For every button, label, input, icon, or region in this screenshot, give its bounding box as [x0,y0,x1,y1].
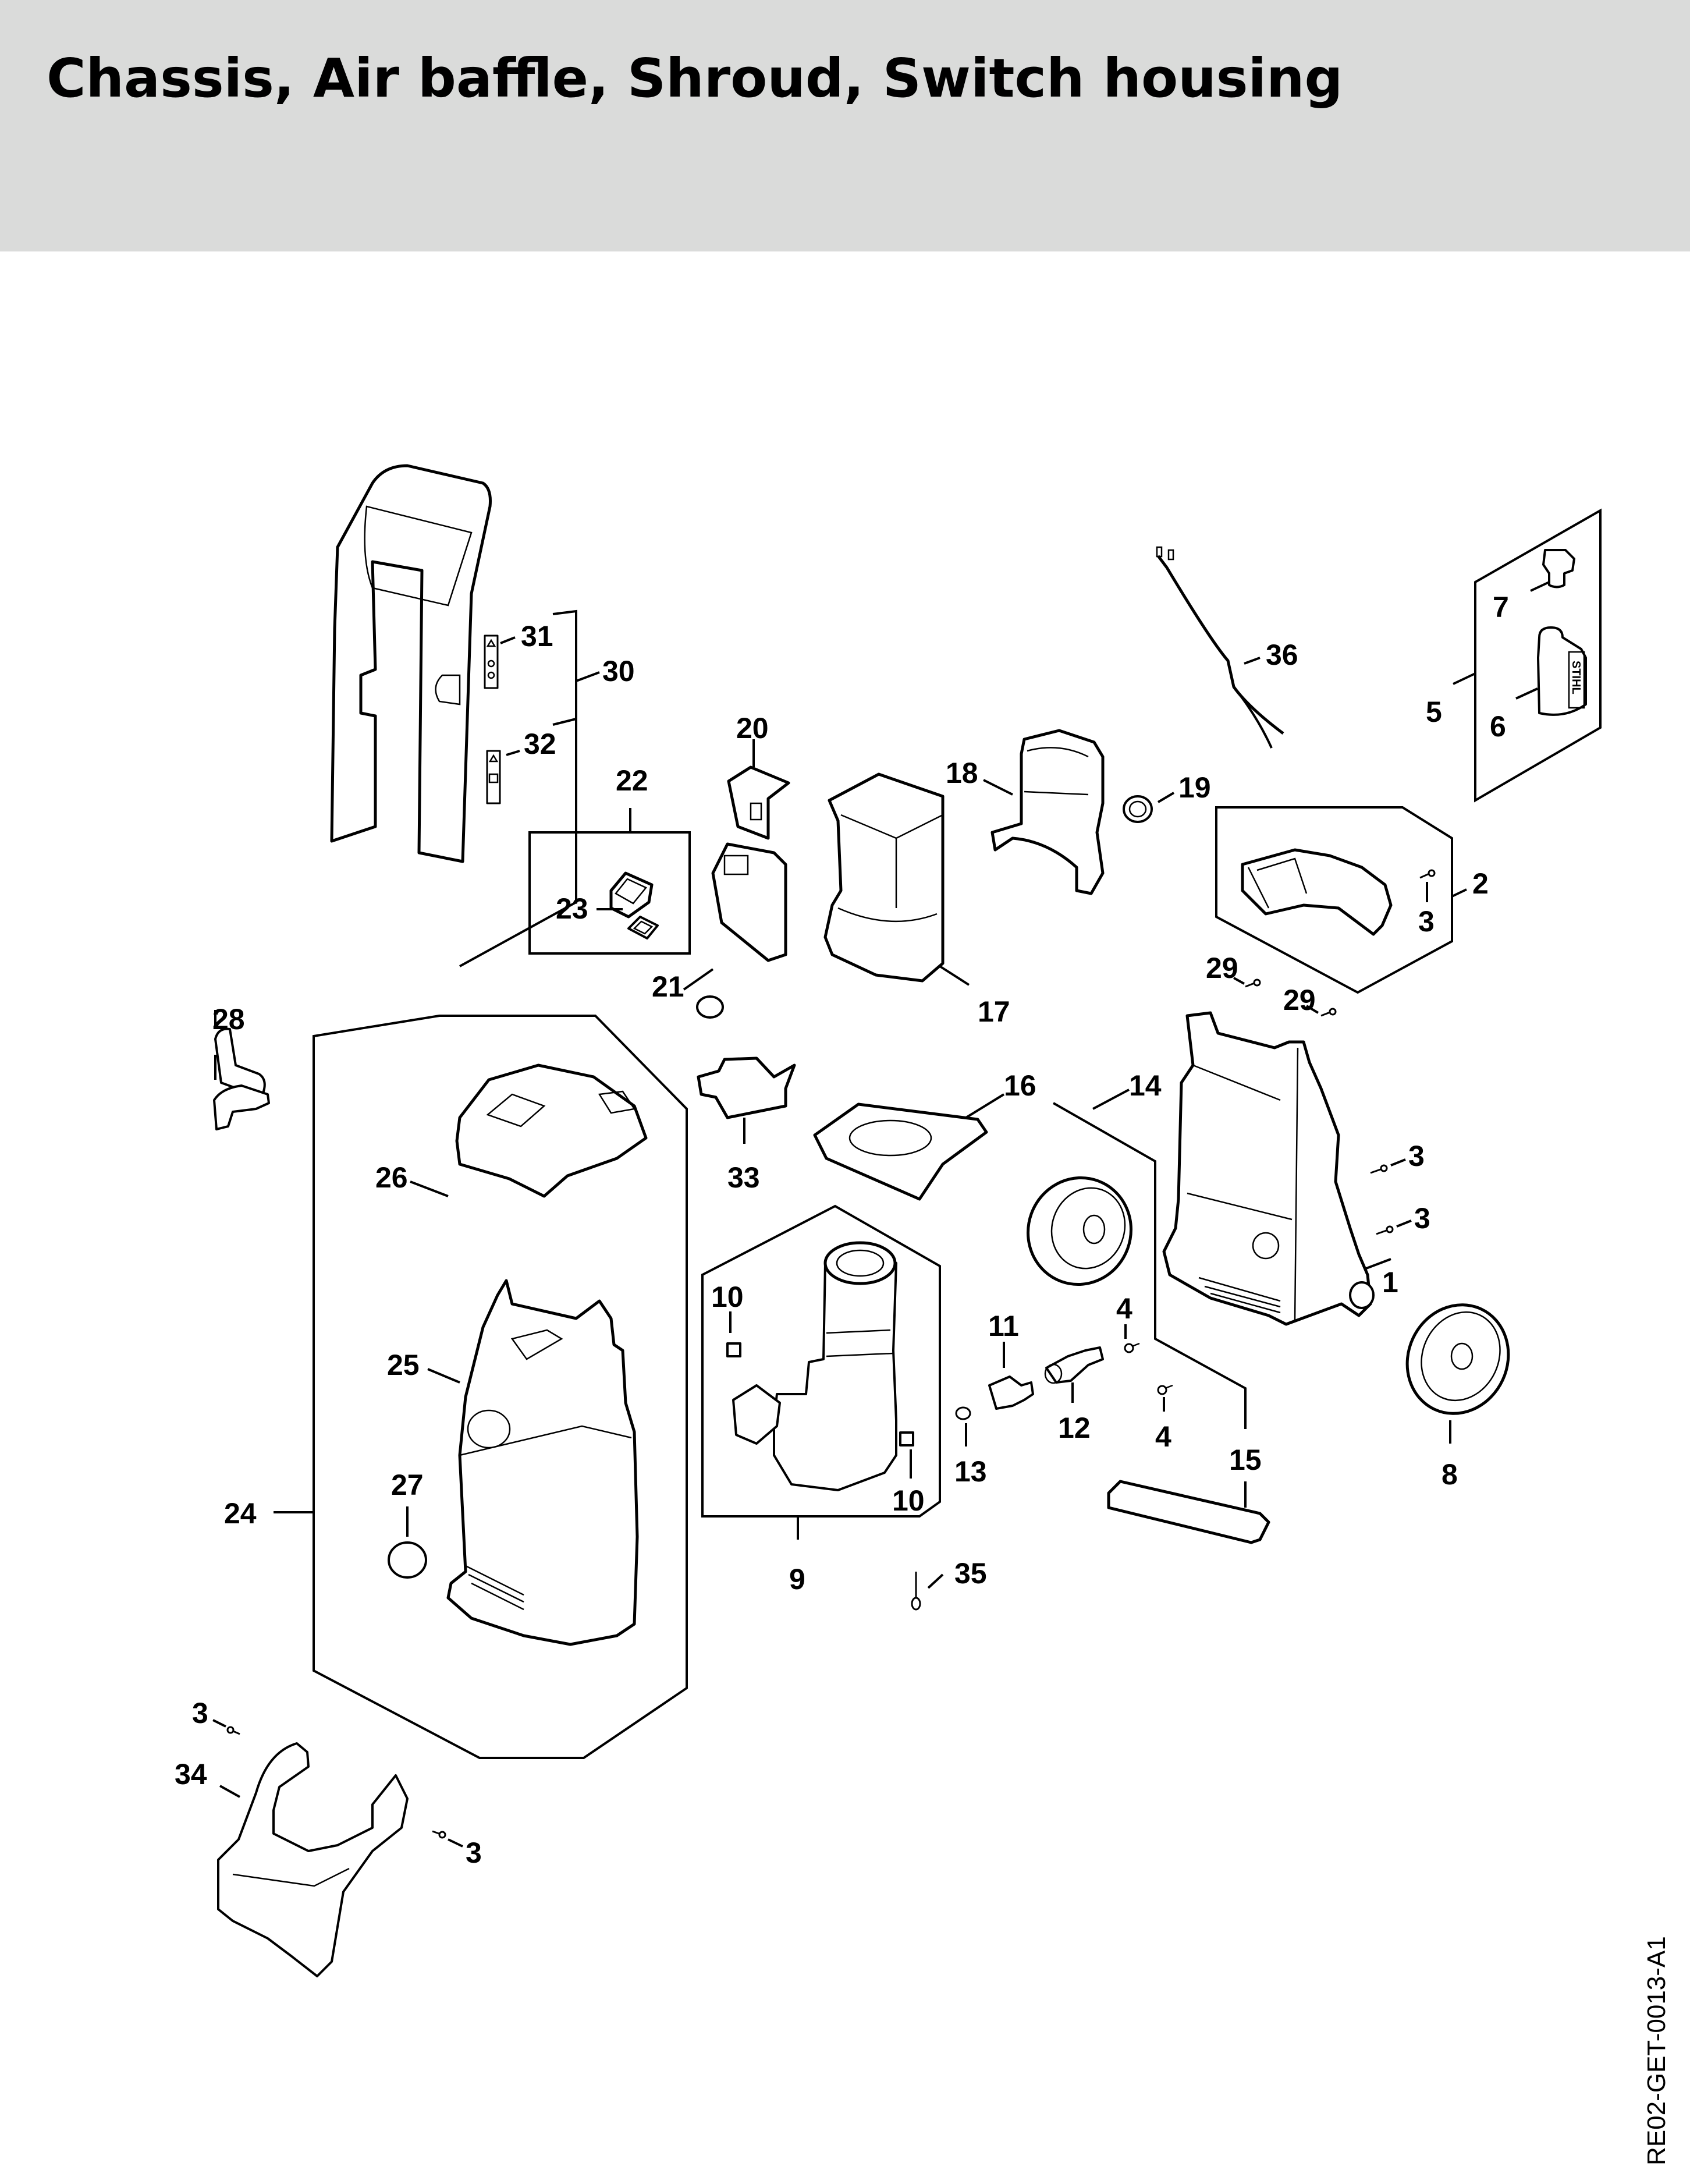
callout-34: 34 [175,1758,207,1791]
screw-29-a [1245,978,1261,988]
oil-kit-frame [1474,508,1602,803]
callout-8: 8 [1442,1458,1458,1491]
callout-19: 19 [1178,771,1211,804]
callout-21: 21 [652,970,684,1003]
part-grommet-19 [1123,795,1153,823]
part-pin [911,1572,921,1611]
part-handle [330,464,492,863]
callout-20: 20 [736,712,769,744]
callout-4-b: 4 [1155,1420,1171,1453]
part-switch-housing [823,772,945,983]
callout-3-chassis-a: 3 [1408,1140,1425,1172]
callout-23: 23 [556,892,588,925]
callout-26: 26 [375,1161,408,1194]
part-oil-bottle: STIHL [1537,626,1587,716]
air-baffle-frame [1215,806,1453,994]
callout-3-holder-b: 3 [466,1836,482,1869]
document-code: RE02-GET-0013-A1 [1642,1936,1671,2165]
part-cable [1156,546,1284,749]
callout-2: 2 [1472,867,1489,900]
screw-3-chassis-b [1376,1225,1394,1235]
part-motor-pump [732,1241,897,1491]
part-top-shroud [455,1063,648,1198]
page-title: Chassis, Air baffle, Shroud, Switch hous… [47,47,1343,109]
screw-4-a [1124,1342,1140,1353]
callout-3-chassis-b: 3 [1414,1202,1430,1235]
shroud-kit-frame [313,1015,688,1759]
part-grommet-21 [696,995,724,1019]
callout-12: 12 [1058,1412,1091,1444]
callout-36: 36 [1266,639,1298,671]
header-band: Chassis, Air baffle, Shroud, Switch hous… [0,0,1690,251]
screw-3-holder-a [226,1726,240,1735]
callout-3-baffle: 3 [1418,905,1435,938]
callout-14: 14 [1129,1069,1162,1102]
callout-33: 33 [727,1161,760,1194]
wheel-kit-bracket [1053,1102,1247,1429]
callout-6: 6 [1490,710,1506,743]
screw-3-baffle [1419,869,1436,879]
callout-27: 27 [391,1469,424,1501]
part-foot-pad [1107,1480,1270,1544]
decal-31 [484,634,499,689]
callout-28: 28 [212,1003,245,1036]
screw-4-b [1157,1384,1173,1395]
callout-29-a: 29 [1206,952,1238,984]
callout-5: 5 [1426,696,1442,728]
callout-7: 7 [1493,591,1509,623]
callout-30: 30 [602,655,635,687]
callout-10-a: 10 [711,1281,744,1313]
part-circuit-board [727,765,790,840]
callout-16: 16 [1004,1069,1036,1102]
part-front-shroud [446,1279,639,1646]
screw-29-b [1320,1008,1337,1017]
part-switch-cover [711,842,787,962]
screw-3-chassis-a [1370,1164,1388,1174]
callout-29-b: 29 [1283,984,1316,1016]
callout-1: 1 [1382,1266,1398,1299]
part-air-baffle [1241,848,1393,936]
screw-3-holder-b [432,1830,446,1839]
callout-25: 25 [387,1349,420,1381]
callout-13: 13 [954,1455,987,1488]
motor-pump-kit-frame [701,1204,941,1518]
part-seal [813,1102,988,1201]
callout-32: 32 [524,728,556,760]
callout-3-holder-a: 3 [192,1697,208,1729]
part-fitting-12 [1044,1346,1104,1384]
bottle-logo: STIHL [1570,661,1582,694]
part-hose-guide-lower [213,1084,270,1130]
part-chassis [1162,1011,1375,1326]
switch-kit-frame [528,831,691,955]
part-plug-13 [955,1406,971,1420]
callout-31: 31 [521,620,553,653]
part-damper-10-a [726,1342,741,1357]
callout-11: 11 [988,1310,1019,1342]
callout-15: 15 [1229,1444,1262,1476]
part-air-duct [990,729,1105,895]
part-damper-10-b [899,1431,914,1446]
part-hose-holder [217,1742,409,1977]
part-inlet [697,1056,796,1119]
decal-kit-bracket [459,609,577,967]
part-fitting-11 [988,1375,1034,1410]
callout-18: 18 [946,757,978,789]
callout-10-b: 10 [892,1484,925,1517]
callout-22: 22 [616,764,648,797]
callout-9: 9 [789,1563,805,1596]
part-switch-seal [627,916,659,939]
part-wheel-8 [1405,1303,1510,1415]
callout-17: 17 [978,995,1010,1028]
decal-32 [486,750,501,804]
part-plug-27 [388,1541,427,1579]
callout-35: 35 [954,1557,987,1590]
callout-4-a: 4 [1116,1292,1132,1325]
part-wheel-14 [1027,1176,1132,1286]
callout-24: 24 [224,1497,257,1530]
part-cap [1542,549,1575,588]
